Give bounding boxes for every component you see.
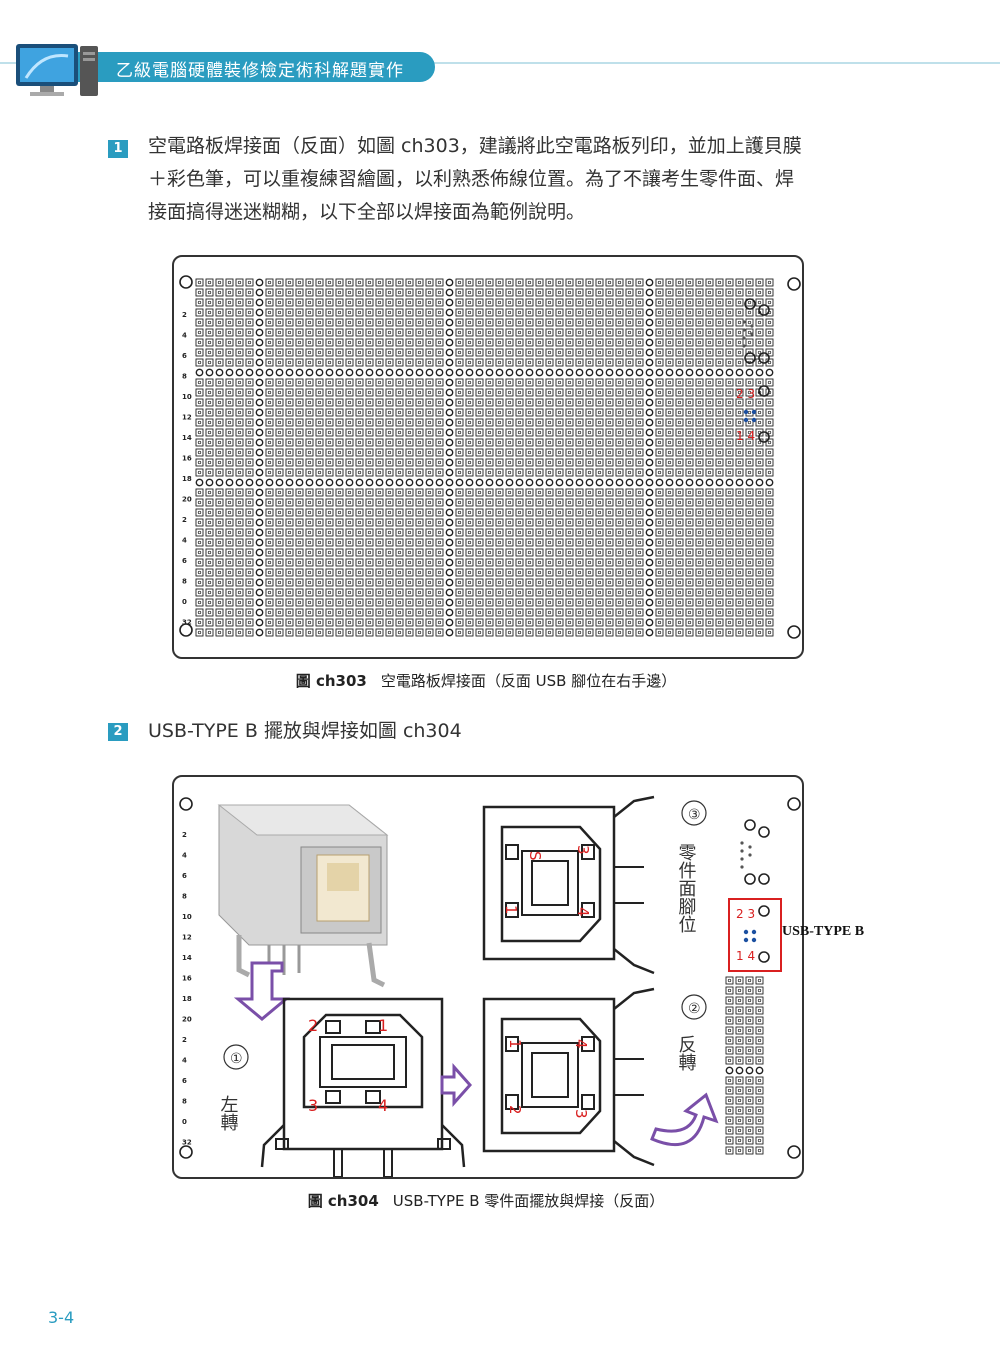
flip-arrow-icon [650, 1092, 719, 1147]
svg-text:1: 1 [502, 905, 520, 915]
section-number-badge: 1 [108, 140, 128, 158]
svg-text:4: 4 [574, 907, 592, 917]
step3-number: ③ [688, 807, 701, 823]
figure1-caption-text: 空電路板焊接面（反面 USB 腳位在右手邊） [380, 672, 677, 690]
step1-number: ① [230, 1051, 243, 1067]
row-label: 2 [182, 831, 187, 839]
step1-text: 左轉 [218, 1095, 239, 1131]
row-label: 8 [182, 893, 187, 901]
mount-hole-icon [787, 797, 801, 811]
svg-text:3: 3 [574, 845, 592, 855]
arrow-right-icon [440, 1063, 473, 1107]
row-label: 16 [182, 455, 192, 463]
circuit-board-figure: 2 4 6 8 10 12 14 16 18 20 2 4 6 8 0 32 2 3 1 4 [172, 255, 804, 659]
row-label: 8 [182, 373, 187, 381]
mount-hole-icon [787, 1145, 801, 1159]
pin-label: 1 [378, 1016, 388, 1035]
mount-hole-icon [179, 275, 193, 289]
section-number-badge: 2 [108, 723, 128, 741]
section1-line3: 接面搞得迷迷糊糊，以下全部以焊接面為範例說明。 [148, 201, 586, 223]
row-label: 18 [182, 475, 192, 483]
figure2-label: 圖 ch304 [307, 1192, 379, 1210]
usb-side-drawing-bottom [482, 987, 655, 1167]
header-tab [40, 52, 435, 82]
figure1-caption: 圖 ch303 空電路板焊接面（反面 USB 腳位在右手邊） [172, 670, 800, 691]
mount-hole-icon [179, 623, 193, 637]
step3-text: 零件面腳位 [676, 843, 697, 933]
row-label: 12 [182, 414, 192, 422]
step2-text: 反轉 [676, 1035, 697, 1071]
row-label: 4 [182, 537, 187, 545]
usb-pin-label-bottom: 1 4 [736, 949, 755, 963]
usb-type-b-label: USB-TYPE B [782, 924, 865, 939]
figure2-caption-text: USB-TYPE B 零件面擺放與焊接（反面） [392, 1192, 665, 1210]
mount-hole-icon [787, 277, 801, 291]
section1-line1: 空電路板焊接面（反面）如圖 ch303，建議將此空電路板列印，並加上護貝膜 [148, 135, 802, 157]
svg-text:2: 2 [506, 1105, 524, 1115]
row-label: 10 [182, 393, 192, 401]
header-rule [0, 62, 1000, 64]
section1-line2: ＋彩色筆，可以重複練習繪圖，以利熟悉佈線位置。為了不讓考生零件面、焊 [148, 168, 795, 190]
row-label: 12 [182, 934, 192, 942]
row-label: 4 [182, 852, 187, 860]
usb-highlight-box [728, 898, 782, 972]
row-label: 32 [182, 1139, 192, 1147]
svg-text:S: S [526, 851, 544, 861]
pin-label: 4 [378, 1096, 388, 1115]
row-label: 32 [182, 619, 192, 627]
usb-front-drawing: 2 1 3 4 [260, 997, 466, 1178]
computer-icon [16, 44, 98, 96]
row-label: 8 [182, 578, 187, 586]
page-number: 3-4 [48, 1308, 75, 1327]
row-label: 16 [182, 975, 192, 983]
figure2-caption: 圖 ch304 USB-TYPE B 零件面擺放與焊接（反面） [172, 1190, 800, 1211]
pin-label: 2 [308, 1016, 318, 1035]
row-label: 8 [182, 1098, 187, 1106]
row-label: 4 [182, 1057, 187, 1065]
usb-footprint: 2 3 1 4 [736, 298, 770, 443]
usb-connector-photo [217, 804, 389, 988]
section2-text: USB-TYPE B 擺放與焊接如圖 ch304 [148, 720, 462, 742]
step2-number: ② [688, 1001, 701, 1017]
usb-pin-label-top: 2 3 [736, 907, 755, 921]
row-label: 6 [182, 352, 187, 360]
usb-pin-label-top: 2 3 [736, 387, 755, 401]
svg-text:4: 4 [572, 1039, 590, 1049]
row-label: 0 [182, 1118, 187, 1126]
circuit-board-svg: 2 4 6 8 10 12 14 16 18 20 2 4 6 8 0 32 2 3 1 4 [179, 275, 801, 639]
row-label: 6 [182, 872, 187, 880]
figure1-label: 圖 ch303 [295, 672, 367, 690]
row-label: 6 [182, 1077, 187, 1085]
usb-pin-label-bottom: 1 4 [736, 429, 755, 443]
row-label: 6 [182, 557, 187, 565]
row-label: 20 [182, 1016, 192, 1024]
svg-text:1: 1 [506, 1039, 524, 1049]
mount-hole-icon [179, 1145, 193, 1159]
row-label: 2 [182, 1036, 187, 1044]
row-label: 10 [182, 913, 192, 921]
mount-hole-icon [179, 797, 193, 811]
row-label: 14 [182, 434, 192, 442]
row-label: 18 [182, 995, 192, 1003]
header-title: 乙級電腦硬體裝修檢定術科解題實作 [116, 61, 404, 81]
row-label: 4 [182, 332, 187, 340]
svg-text:3: 3 [572, 1109, 590, 1119]
rotate-arrow-icon [233, 961, 291, 1021]
row-label: 2 [182, 516, 187, 524]
usb-side-drawing-top [482, 795, 655, 975]
row-label: 2 [182, 311, 187, 319]
pin-label: 3 [308, 1096, 318, 1115]
mount-hole-icon [787, 625, 801, 639]
row-label: 20 [182, 496, 192, 504]
row-label: 14 [182, 954, 192, 962]
row-label: 0 [182, 598, 187, 606]
